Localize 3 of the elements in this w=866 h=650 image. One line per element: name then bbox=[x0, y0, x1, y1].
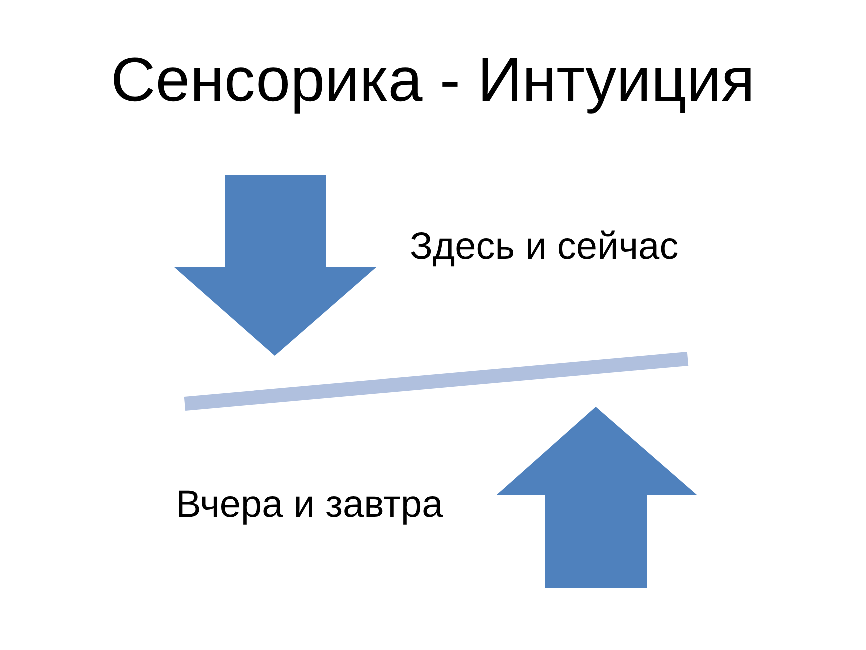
caption-text: Здесь и сейчас bbox=[410, 225, 679, 270]
title: Сенсорика - Интуиция bbox=[110, 45, 756, 117]
caption-text: Вчера и завтра bbox=[176, 483, 444, 528]
